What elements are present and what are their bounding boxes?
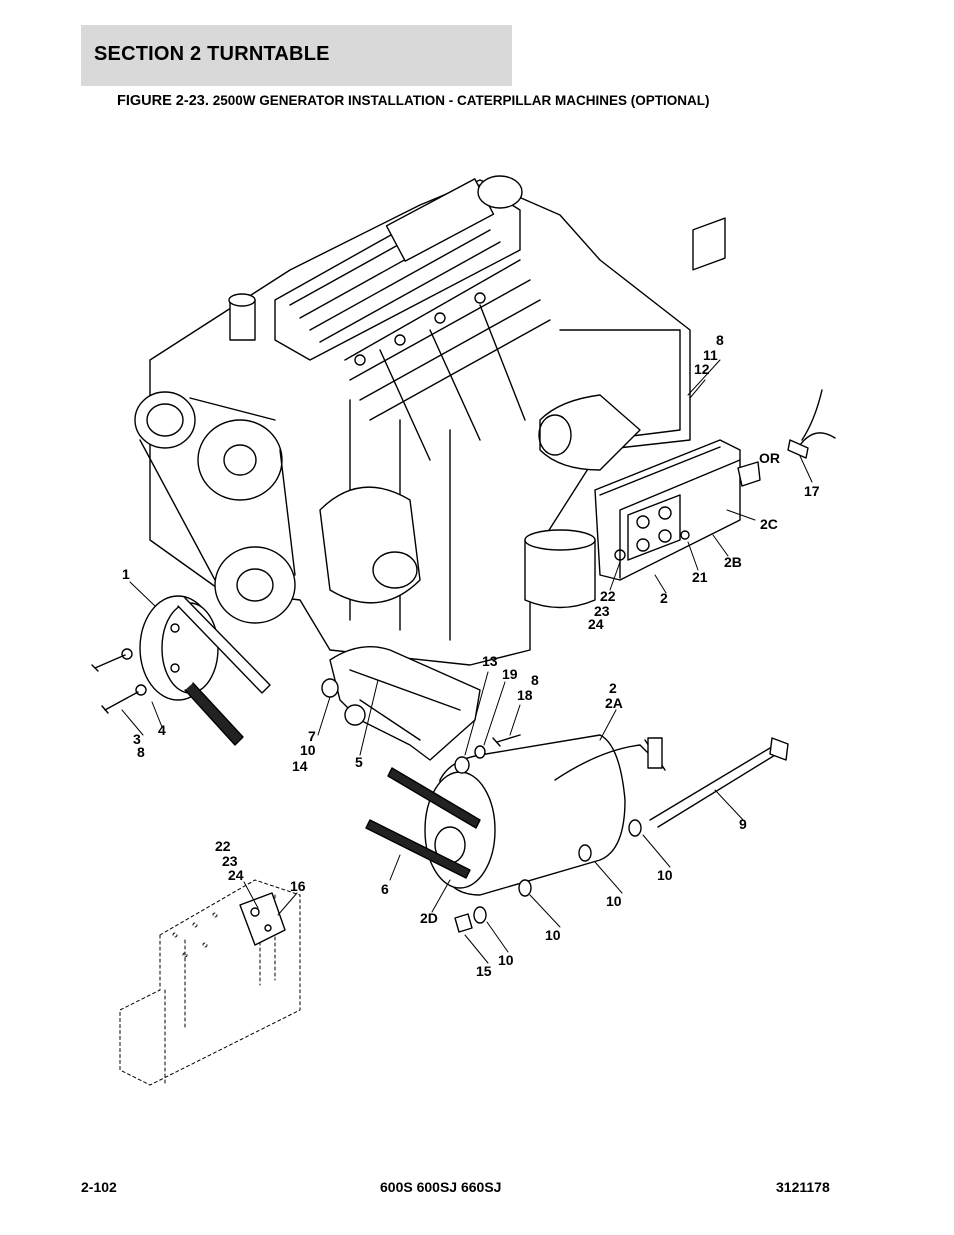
- figure-number: FIGURE 2-23.: [117, 93, 209, 109]
- callout-22-frame: 22: [215, 838, 231, 854]
- callout-1: 1: [122, 566, 130, 582]
- callout-21: 21: [692, 569, 708, 585]
- callout-2a: 2A: [605, 695, 623, 711]
- part-17-drawing: [737, 389, 836, 487]
- callout-10-c: 10: [545, 927, 561, 943]
- callout-8-box: 8: [716, 332, 724, 348]
- section-title: SECTION 2 TURNTABLE: [94, 43, 330, 65]
- callout-17: 17: [804, 483, 820, 499]
- callout-6: 6: [381, 881, 389, 897]
- control-box-drawing: [594, 217, 741, 581]
- callout-2b: 2B: [724, 554, 742, 570]
- callout-9: 9: [739, 816, 747, 832]
- callout-10-d: 10: [498, 952, 514, 968]
- callout-8-bolt: 8: [137, 744, 145, 760]
- engine-block-drawing: [134, 175, 691, 666]
- callout-22-box: 22: [600, 588, 616, 604]
- callout-2-box: 2: [660, 590, 668, 606]
- callout-23-frame: 23: [222, 853, 238, 869]
- callout-11: 11: [703, 347, 718, 363]
- leader-lines: [121, 359, 813, 964]
- callout-3: 3: [133, 731, 141, 747]
- callout-12: 12: [694, 361, 710, 377]
- callout-2c: 2C: [760, 516, 778, 532]
- pulley-1-drawing: [91, 595, 271, 746]
- bracket-16-drawing: [239, 892, 286, 946]
- callout-10-bracket: 10: [300, 742, 316, 758]
- callout-labels: 1 2 2 2A 2B 2C 2D 3 4 5 6 7 8 8 8 9 10 1…: [122, 332, 820, 979]
- callout-7: 7: [308, 728, 316, 744]
- figure-title: 2500W GENERATOR INSTALLATION - CATERPILL…: [212, 93, 710, 108]
- callout-19: 19: [502, 666, 518, 682]
- callout-8-gen: 8: [531, 672, 539, 688]
- callout-or: OR: [759, 450, 780, 466]
- document-number: 3121178: [776, 1179, 830, 1195]
- callout-14: 14: [292, 758, 308, 774]
- generator-drawing: [365, 734, 789, 933]
- callout-5: 5: [355, 754, 363, 770]
- mounting-frame-drawing: [119, 879, 301, 1086]
- section-header: SECTION 2 TURNTABLE: [81, 25, 512, 86]
- bracket-5-drawing: [321, 645, 481, 761]
- callout-24-box: 24: [588, 616, 604, 632]
- callout-23-box: 23: [594, 603, 610, 619]
- callout-2-gen: 2: [609, 680, 617, 696]
- figure-caption: FIGURE 2-23. 2500W GENERATOR INSTALLATIO…: [117, 92, 710, 109]
- callout-10-b: 10: [606, 893, 622, 909]
- callout-10-a: 10: [657, 867, 673, 883]
- callout-4: 4: [158, 722, 166, 738]
- callout-13: 13: [482, 653, 498, 669]
- model-list: 600S 600SJ 660SJ: [380, 1179, 502, 1195]
- callout-16: 16: [290, 878, 306, 894]
- callout-24-frame: 24: [228, 867, 244, 883]
- callout-2d: 2D: [420, 910, 438, 926]
- callout-15: 15: [476, 963, 492, 979]
- page-number: 2-102: [81, 1179, 117, 1195]
- callout-18: 18: [517, 687, 533, 703]
